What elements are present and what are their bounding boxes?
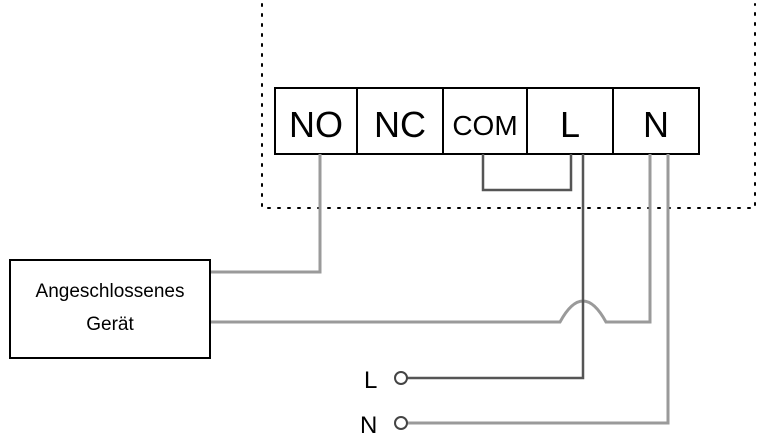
relay-enclosure (261, 3, 756, 209)
supply-l-label: L (364, 367, 377, 394)
wire-l-supply (407, 154, 585, 380)
device-label-line2: Gerät (86, 314, 134, 335)
terminal-n (612, 87, 700, 155)
com-l-jumper (481, 154, 573, 192)
device-label-line1: Angeschlossenes (36, 281, 185, 302)
supply-n-label: N (360, 412, 377, 439)
wire-no-to-device (210, 154, 322, 274)
terminal-nc-label: NC (374, 104, 426, 145)
terminal-n-label: N (643, 104, 669, 145)
terminal-no-label: NO (289, 104, 343, 145)
terminal-com-label: COM (452, 110, 517, 141)
supply-l-terminal-icon (394, 371, 408, 385)
supply-n-terminal-icon (394, 416, 408, 430)
terminal-block: NO NC COM L N (274, 87, 700, 155)
wire-n-supply (407, 154, 670, 425)
wire-device-to-n (210, 154, 652, 324)
connected-device-box (9, 259, 211, 359)
terminal-nc (356, 87, 444, 155)
terminal-l-label: L (560, 104, 580, 145)
terminal-com (442, 87, 528, 155)
